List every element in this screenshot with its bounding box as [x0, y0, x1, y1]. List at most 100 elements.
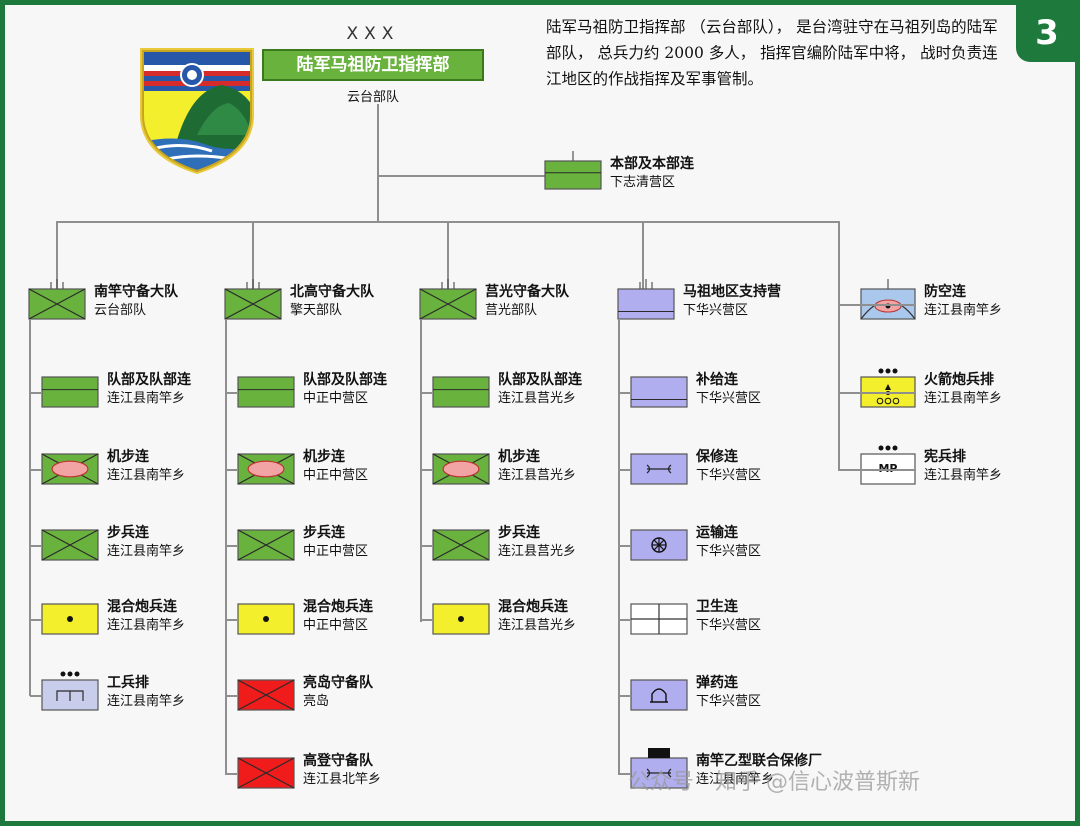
c1_mech-unit-label: 机步连连江县南竿乡 — [107, 448, 185, 485]
page-number-badge: 3 — [1016, 4, 1078, 62]
connector-line — [226, 545, 237, 547]
c3_inf-unit-symbol — [432, 529, 490, 561]
unit-location: 亮岛 — [303, 694, 330, 709]
c2_art-unit-label: 混合炮兵连中正中营区 — [303, 598, 373, 635]
unit-location: 中正中营区 — [303, 544, 369, 559]
connector-line — [838, 221, 840, 471]
c4_trans-unit-symbol — [630, 529, 688, 561]
connector-line — [30, 545, 41, 547]
c1_hq-unit-symbol — [41, 376, 99, 408]
c1_inf-unit-symbol — [41, 529, 99, 561]
c2-unit-label: 北高守备大队擎天部队 — [290, 283, 374, 320]
unit-name: 队部及队部连 — [498, 372, 582, 388]
c4_ammo-unit-label: 弹药连下华兴营区 — [696, 674, 761, 711]
c3_mech-unit-label: 机步连连江县莒光乡 — [498, 448, 576, 485]
c2-unit-symbol — [224, 279, 282, 320]
c5_rk-unit-label: 火箭炮兵排连江县南竿乡 — [924, 371, 1002, 408]
unit-location: 连江县南竿乡 — [924, 468, 1003, 483]
c1-unit-label: 南竿守备大队云台部队 — [94, 283, 178, 320]
unit-location: 连江县南竿乡 — [924, 303, 1003, 318]
connector-line — [377, 175, 572, 177]
unit-name: 队部及队部连 — [303, 372, 387, 388]
c1-unit-symbol — [28, 279, 86, 320]
connector-line — [642, 221, 644, 291]
unit-location: 连江县莒光乡 — [498, 544, 577, 559]
c5_ad-unit-symbol — [860, 279, 916, 320]
unit-location: 连江县莒光乡 — [498, 391, 577, 406]
c3_hq-unit-symbol — [432, 376, 490, 408]
c1_hq-unit-label: 队部及队部连连江县南竿乡 — [107, 371, 191, 408]
c5_rk-unit-symbol — [860, 368, 916, 408]
unit-location: 中正中营区 — [303, 391, 369, 406]
c1_eng-unit-symbol — [41, 671, 99, 711]
c4_trans-unit-label: 运输连下华兴营区 — [696, 524, 761, 561]
unit-location: 连江县北竿乡 — [303, 772, 382, 787]
unit-location: 连江县莒光乡 — [498, 468, 577, 483]
command-title-box: 陆军马祖防卫指挥部 — [262, 49, 484, 81]
c2_ld-unit-label: 亮岛守备队亮岛 — [303, 674, 373, 711]
unit-name: 工兵排 — [107, 675, 149, 691]
unit-location: 连江县南竿乡 — [107, 694, 186, 709]
unit-name: 防空连 — [924, 284, 966, 300]
c5_mp-symbol-text: MP — [860, 453, 916, 485]
unit-location: 中正中营区 — [303, 468, 369, 483]
c1_art-unit-label: 混合炮兵连连江县南竿乡 — [107, 598, 185, 635]
c3_mech-unit-symbol — [432, 453, 490, 485]
connector-line — [226, 469, 237, 471]
unit-name: 高登守备队 — [303, 753, 373, 769]
connector-line — [839, 392, 916, 394]
unit-name: 北高守备大队 — [290, 284, 374, 300]
unit-location: 连江县南竿乡 — [107, 544, 186, 559]
c4_med-unit-label: 卫生连下华兴营区 — [696, 598, 761, 635]
c4_depot-unit-symbol — [630, 748, 688, 789]
connector-line — [377, 104, 379, 222]
unit-location: 中正中营区 — [303, 618, 369, 633]
c5_mp-unit-label: 宪兵排连江县南竿乡 — [924, 448, 1002, 485]
unit-name: 机步连 — [498, 449, 540, 465]
c2_mech-unit-label: 机步连中正中营区 — [303, 448, 368, 485]
c3-unit-symbol — [419, 279, 477, 320]
unit-location: 下华兴营区 — [696, 694, 762, 709]
command-echelon-marker: XXX — [346, 24, 400, 44]
connector-line — [225, 320, 227, 775]
c2_inf-unit-symbol — [237, 529, 295, 561]
unit-location: 莒光部队 — [485, 303, 538, 318]
command-insignia-emblem — [140, 48, 254, 174]
c2_inf-unit-label: 步兵连中正中营区 — [303, 524, 368, 561]
c4-unit-label: 马祖地区支持营下华兴营区 — [683, 283, 781, 320]
connector-line — [839, 304, 916, 306]
c2_art-unit-symbol — [237, 603, 295, 635]
unit-name: 步兵连 — [498, 525, 540, 541]
unit-name: 步兵连 — [303, 525, 345, 541]
connector-line — [447, 221, 449, 291]
unit-name: 机步连 — [107, 449, 149, 465]
c1_art-unit-symbol — [41, 603, 99, 635]
unit-location: 连江县南竿乡 — [696, 772, 775, 787]
description-text: 陆军马祖防卫指挥部 （云台部队）， 是台湾驻守在马祖列岛的陆军部队， 总兵力约 … — [546, 18, 998, 88]
unit-name: 保修连 — [696, 449, 738, 465]
unit-location: 连江县南竿乡 — [924, 391, 1003, 406]
c2_gd-unit-symbol — [237, 757, 295, 789]
unit-name: 混合炮兵连 — [303, 599, 373, 615]
c3_hq-unit-label: 队部及队部连连江县莒光乡 — [498, 371, 582, 408]
unit-name: 宪兵排 — [924, 449, 966, 465]
connector-line — [619, 619, 630, 621]
unit-name: 弹药连 — [696, 675, 738, 691]
unit-location: 下志清营区 — [610, 175, 676, 190]
c2_hq-unit-symbol — [237, 376, 295, 408]
unit-name: 火箭炮兵排 — [924, 372, 994, 388]
connector-line — [619, 545, 630, 547]
unit-location: 下华兴营区 — [696, 468, 762, 483]
c4_med-unit-symbol — [630, 603, 688, 635]
hq-unit-label: 本部及本部连下志清营区 — [610, 155, 694, 192]
unit-location: 下华兴营区 — [683, 303, 749, 318]
c3-unit-label: 莒光守备大队莒光部队 — [485, 283, 569, 320]
unit-name: 运输连 — [696, 525, 738, 541]
c1_eng-unit-label: 工兵排连江县南竿乡 — [107, 674, 185, 711]
c3_art-unit-label: 混合炮兵连连江县莒光乡 — [498, 598, 576, 635]
unit-name: 混合炮兵连 — [498, 599, 568, 615]
unit-location: 擎天部队 — [290, 303, 343, 318]
unit-name: 步兵连 — [107, 525, 149, 541]
connector-line — [56, 221, 58, 291]
connector-line — [421, 392, 432, 394]
